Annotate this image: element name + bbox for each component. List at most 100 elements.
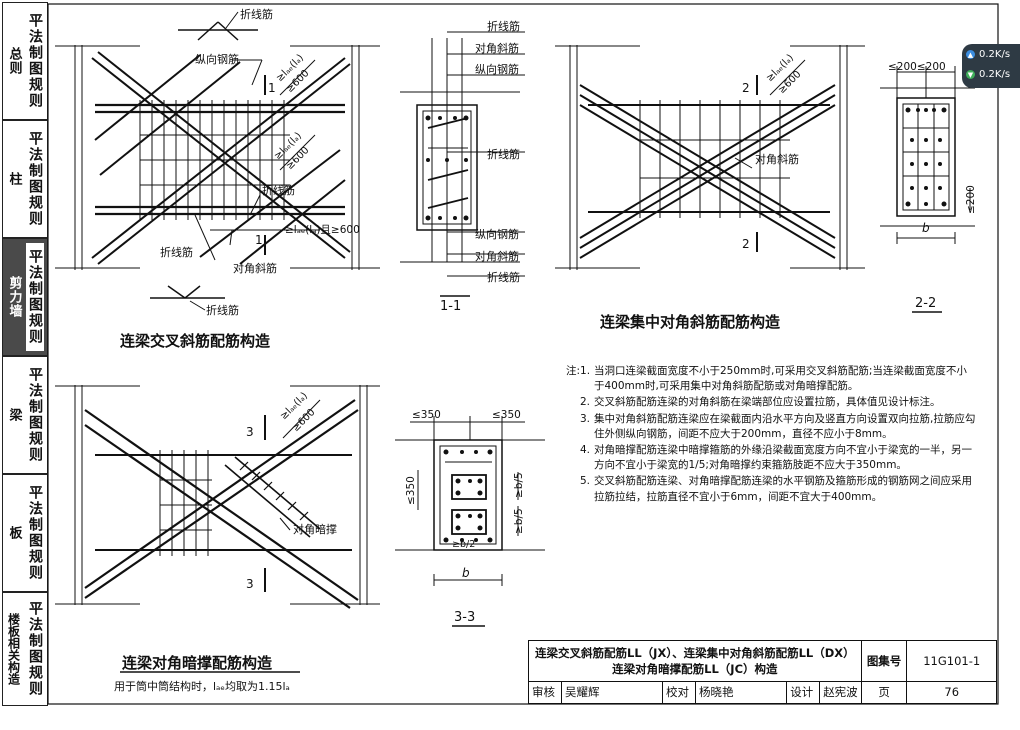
label-anchor: ≥lₐₑ(lₐ)且≥600	[285, 224, 360, 236]
tab-category: 总则	[6, 47, 22, 75]
title-concentrated: 连梁集中对角斜筋配筋构造	[600, 313, 780, 331]
s11-label-1: 折线筋	[487, 19, 520, 33]
title-cross: 连梁交叉斜筋配筋构造	[120, 332, 270, 350]
label-anchen: 对角暗撑	[293, 522, 337, 536]
drawing-title-line2: 连梁对角暗撑配筋LL（JC）构造	[612, 661, 778, 676]
designer-name: 赵宪波	[819, 680, 862, 705]
s33-dim-right: ≤350	[492, 409, 521, 421]
label-sec3-bottom: 3	[246, 577, 254, 591]
title-block: 连梁交叉斜筋配筋LL（JX）、连梁集中对角斜筋配筋LL（DX） 连梁对角暗撑配筋…	[528, 640, 997, 705]
s22-dim-b: b	[922, 221, 930, 235]
sheet-border	[47, 3, 999, 705]
s11-title: 1-1	[440, 299, 461, 314]
upload-speed: 0.2K/s	[979, 49, 1011, 60]
section-2-2	[880, 66, 975, 313]
label-zhexian-low: 折线筋	[160, 245, 193, 259]
tab-category: 梁	[6, 408, 22, 422]
label-duijiao: 对角斜筋	[233, 261, 277, 275]
tab-category: 柱	[6, 172, 22, 186]
label-zhexian-bottom: 折线筋	[206, 303, 239, 317]
note-item: 注:1.当洞口连梁截面宽度不小于250mm时,可采用交叉斜筋配筋;当连梁截面宽度…	[566, 364, 976, 394]
section-3-3-texts: ≤350 ≤350 ≤350 ≥b/5 ≥b/5 ≥b/2 b 3-3	[405, 409, 525, 625]
label-sec2-bottom: 2	[742, 237, 750, 251]
tab-category: 楼板相关构造	[6, 613, 21, 685]
s22-dim-top: ≤200≤200	[888, 61, 946, 73]
tab-label: 平法制图规则	[27, 367, 43, 463]
label-zhexian-mid: 折线筋	[262, 183, 295, 197]
note-item: 4.对角暗撑配筋连梁中暗撑箍筋的外缘沿梁截面宽度方向不宜小于梁宽的一半，另一方向…	[566, 443, 976, 473]
checker-name: 杨晓艳	[694, 680, 788, 705]
drawing-title-cell: 连梁交叉斜筋配筋LL（JX）、连梁集中对角斜筋配筋LL（DX） 连梁对角暗撑配筋…	[528, 640, 862, 682]
note-key: 5.	[580, 475, 591, 488]
atlas-number: 11G101-1	[906, 640, 997, 682]
tab-category: 板	[6, 526, 22, 540]
download-speed: 0.2K/s	[979, 69, 1011, 80]
sidebar-tab-floor-related[interactable]: 楼板相关构造 平法制图规则	[2, 592, 48, 706]
section-2-2-dots	[905, 107, 947, 207]
sidebar-tab-general[interactable]: 总则 平法制图规则	[2, 2, 48, 120]
s11-label-3: 纵向钢筋	[475, 62, 519, 76]
label-sec2-top: 2	[742, 81, 750, 95]
section-1-1-dots	[425, 115, 469, 221]
label-zongxiang: 纵向钢筋	[195, 52, 239, 66]
s22-title: 2-2	[915, 296, 936, 311]
label-sec1-bottom: 1	[255, 233, 263, 247]
note-text: 对角暗撑配筋连梁中暗撑箍筋的外缘沿梁截面宽度方向不宜小于梁宽的一半，另一方向不宜…	[594, 444, 972, 472]
review-label: 审核	[528, 680, 562, 705]
label-duijiao-b: 对角斜筋	[755, 152, 799, 166]
title-block-table: 连梁交叉斜筋配筋LL（JX）、连梁集中对角斜筋配筋LL（DX） 连梁对角暗撑配筋…	[528, 640, 997, 705]
sidebar-tab-slab[interactable]: 板 平法制图规则	[2, 474, 48, 592]
section-2-2-texts: ≤200≤200 ≤200 b 2-2	[888, 61, 977, 311]
s33-title: 3-3	[454, 610, 475, 625]
s33-dim-left: ≤350	[412, 409, 441, 421]
cross-bar-diagram	[55, 11, 380, 311]
s11-label-2: 对角斜筋	[475, 41, 519, 55]
label-sec3-top: 3	[246, 425, 254, 439]
note-text: 交叉斜筋配筋连梁的对角斜筋在梁端部位应设置拉筋，具体值见设计标注。	[594, 396, 941, 409]
tab-label: 平法制图规则	[27, 485, 43, 581]
s11-label-5: 纵向钢筋	[475, 227, 519, 241]
network-speed-widget[interactable]: ▲ 0.2K/s ▼ 0.2K/s	[962, 44, 1020, 88]
concentrated-diagram	[555, 45, 865, 270]
drawing-title-line1: 连梁交叉斜筋配筋LL（JX）、连梁集中对角斜筋配筋LL（DX）	[535, 645, 855, 660]
section-1-1-texts: 折线筋 对角斜筋 纵向钢筋 折线筋 纵向钢筋 对角斜筋 折线筋 1-1	[440, 19, 520, 314]
tab-label: 平法制图规则	[27, 601, 43, 697]
s33-dim-b5b: ≥b/5	[513, 508, 525, 534]
tab-category: 剪力墙	[6, 276, 22, 318]
subtitle-brace: 用于筒中筒结构时，lₐₑ均取为1.15lₐ	[114, 679, 290, 693]
s11-label-7: 折线筋	[487, 270, 520, 284]
sidebar-tab-shear-wall[interactable]: 剪力墙 平法制图规则	[2, 238, 48, 356]
download-arrow-icon: ▼	[966, 70, 975, 79]
section-3-3-dots	[443, 449, 493, 543]
s33-dim-b: b	[462, 566, 470, 580]
note-item: 2.交叉斜筋配筋连梁的对角斜筋在梁端部位应设置拉筋，具体值见设计标注。	[566, 395, 976, 410]
s22-dim-side: ≤200	[965, 185, 977, 214]
reviewer-name: 吴耀辉	[560, 680, 664, 705]
sidebar-tab-beam[interactable]: 梁 平法制图规则	[2, 356, 48, 474]
title-brace: 连梁对角暗撑配筋构造	[122, 654, 272, 672]
section-3-3	[395, 416, 545, 627]
note-text: 交叉斜筋配筋连梁、对角暗撑配筋连梁的水平钢筋及箍筋形成的钢筋网之间应采用拉筋拉结…	[594, 475, 972, 503]
s11-label-6: 对角斜筋	[475, 249, 519, 263]
note-key: 3.	[580, 412, 591, 425]
note-item: 5.交叉斜筋配筋连梁、对角暗撑配筋连梁的水平钢筋及箍筋形成的钢筋网之间应采用拉筋…	[566, 474, 976, 504]
brace-ladder	[224, 456, 321, 538]
s33-dim-side: ≤350	[405, 476, 417, 505]
page-number: 76	[906, 680, 997, 705]
s33-dim-b5a: ≥b/5	[513, 472, 525, 498]
note-key: 4.	[580, 444, 591, 457]
note-text: 集中对角斜筋配筋连梁应在梁截面内沿水平方向及竖直方向设置双向拉筋,拉筋应勾住外侧…	[594, 412, 976, 440]
download-speed-row: ▼ 0.2K/s	[966, 69, 1010, 80]
brace-diagram	[55, 385, 380, 673]
tab-label: 平法制图规则	[26, 243, 44, 351]
label-zhexian-top: 折线筋	[240, 7, 273, 21]
page-label: 页	[860, 680, 908, 705]
tab-label: 平法制图规则	[27, 13, 43, 109]
note-item: 3.集中对角斜筋配筋连梁应在梁截面内沿水平方向及竖直方向设置双向拉筋,拉筋应勾住…	[566, 412, 976, 442]
note-text: 当洞口连梁截面宽度不小于250mm时,可采用交叉斜筋配筋;当连梁截面宽度不小于4…	[594, 365, 967, 393]
section-1-1	[400, 31, 525, 297]
s33-dim-b2: ≥b/2	[452, 539, 475, 550]
note-key: 注:1.	[566, 365, 591, 377]
